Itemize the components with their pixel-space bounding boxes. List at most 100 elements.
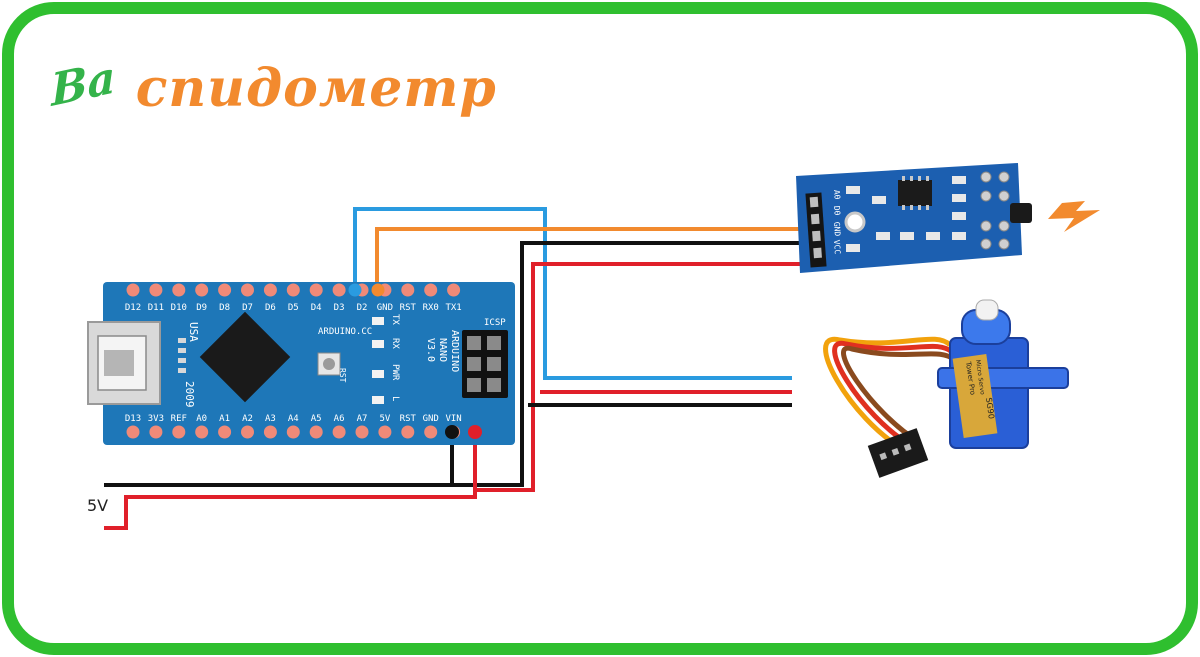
bottom-pin-pad-9	[332, 425, 346, 439]
top-pin-label-1: D11	[148, 303, 164, 313]
bottom-pin-pad-8	[309, 425, 323, 439]
bottom-pin-label-11: 5V	[379, 414, 390, 424]
top-pin-pad-12	[401, 283, 415, 297]
top-pin-label-11: GND	[377, 303, 393, 313]
mount-hole	[844, 211, 866, 233]
bottom-pin-label-3: A0	[196, 414, 207, 424]
bottom-pin-pad-4	[218, 425, 232, 439]
top-pin-pad-6	[263, 283, 277, 297]
servo-sticker	[952, 354, 998, 438]
top-pin-label-0: D12	[125, 303, 141, 313]
bottom-pin-pad-1	[149, 425, 163, 439]
bottom-pin-pad-2	[172, 425, 186, 439]
bottom-pin-label-5: A2	[242, 414, 253, 424]
pin-marker-d2	[371, 283, 385, 297]
sensor-pin-a0: A0	[832, 190, 842, 200]
led-label-l: L	[390, 396, 400, 401]
top-pin-label-3: D9	[196, 303, 207, 313]
top-pin-label-4: D8	[219, 303, 230, 313]
top-pin-pad-0	[126, 283, 140, 297]
title-word: спидометр	[135, 58, 497, 119]
sensor-pin-vcc: VCC	[832, 240, 842, 255]
bottom-pin-label-4: A1	[219, 414, 230, 424]
bottom-pin-label-8: A5	[311, 414, 322, 424]
status-leds: TX RX PWR L	[372, 314, 400, 404]
bottom-pin-label-2: REF	[171, 414, 187, 424]
arduino-nano-icon: RST USA 2009 ARDUINO.CC ARDUINO NANO V3.…	[87, 282, 515, 445]
mcu-chip	[199, 311, 291, 403]
servo-cable-brown	[841, 345, 957, 445]
usa-label: USA	[187, 322, 200, 342]
top-pin-label-14: TX1	[445, 303, 461, 313]
bottom-pin-pad-3	[195, 425, 209, 439]
servo-model-line: Micro Servo	[974, 359, 986, 395]
led-label-tx: TX	[390, 314, 400, 325]
servo-icon: Tower Pro Micro Servo SG90	[823, 299, 1069, 478]
wire-blue-d3	[353, 207, 792, 380]
top-pin-pad-9	[332, 283, 346, 297]
pin-marker-gnd	[445, 425, 459, 439]
top-pin-pad-8	[309, 283, 323, 297]
top-pin-label-12: RST	[400, 303, 417, 313]
power-label: 5V	[87, 496, 109, 515]
bottom-pin-pad-6	[263, 425, 277, 439]
top-pin-pad-4	[218, 283, 232, 297]
led-label-pwr: PWR	[390, 364, 400, 381]
pin-marker-d3	[348, 283, 362, 297]
servo-cable-red	[832, 340, 954, 449]
pin-marker-vin	[468, 425, 482, 439]
bottom-pin-pad-11	[378, 425, 392, 439]
top-pin-pad-7	[286, 283, 300, 297]
top-pin-pad-3	[195, 283, 209, 297]
arduino-board	[103, 282, 515, 445]
led-label-rx: RX	[390, 338, 400, 349]
servo-model: SG90	[984, 397, 996, 420]
bottom-pin-pad-13	[424, 425, 438, 439]
board-name-line-3: V3.0	[425, 338, 436, 362]
hall-sensor	[1010, 203, 1032, 223]
servo-horn	[975, 299, 999, 321]
sensor-ic	[898, 180, 932, 206]
bottom-pin-pad-7	[286, 425, 300, 439]
top-pin-pad-13	[424, 283, 438, 297]
sensor-module-icon: A0 D0 GND VCC	[796, 163, 1100, 273]
bottom-pin-label-1: 3V3	[148, 414, 164, 424]
year-label: 2009	[183, 381, 196, 408]
board-name-line-2: NANO	[437, 338, 448, 362]
site-label: ARDUINO.CC	[318, 327, 372, 337]
wire-red-vin	[104, 432, 477, 530]
servo-cable-orange	[823, 336, 952, 453]
screw-pads	[980, 171, 1010, 250]
wire-orange-d2	[375, 227, 818, 290]
top-pin-label-7: D5	[288, 303, 299, 313]
bottom-pin-pad-12	[401, 425, 415, 439]
page-title: Ba спидометр	[50, 52, 497, 148]
lightning-icon	[1048, 201, 1100, 232]
bottom-pin-label-12: RST	[400, 414, 417, 424]
bottom-pin-pad-0	[126, 425, 140, 439]
wire-red-sensor-vcc	[475, 262, 818, 492]
title-prefix: Ba	[50, 51, 117, 117]
smd-components	[846, 176, 966, 252]
bottom-pin-label-7: A4	[288, 414, 299, 424]
wires	[104, 207, 818, 530]
bottom-pin-label-0: D13	[125, 414, 141, 424]
bottom-pin-label-10: A7	[357, 414, 368, 424]
bottom-pin-label-9: A6	[334, 414, 345, 424]
top-pin-pad-2	[172, 283, 186, 297]
top-pin-pad-1	[149, 283, 163, 297]
board-name-line-1: ARDUINO	[449, 330, 460, 372]
rst-label: RST	[338, 368, 347, 383]
bottom-pin-pad-5	[241, 425, 254, 439]
icsp-label: ICSP	[484, 318, 506, 328]
wire-black-sensor-gnd	[520, 241, 818, 487]
bottom-pin-label-6: A3	[265, 414, 276, 424]
top-pin-label-8: D4	[311, 303, 322, 313]
top-pin-pad-5	[241, 283, 254, 297]
bottom-pin-label-13: GND	[423, 414, 439, 424]
top-pin-label-13: RX0	[423, 303, 439, 313]
